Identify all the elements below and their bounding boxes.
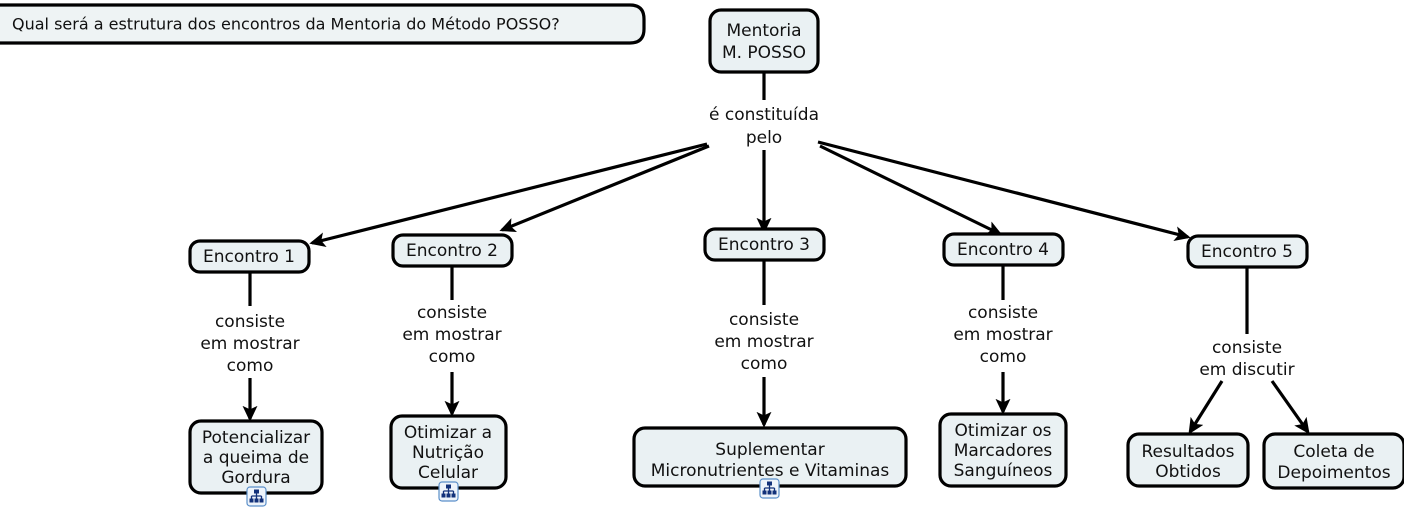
- submap-badge-icon[interactable]: [438, 481, 459, 502]
- edge-link-to-encontro-4: [819, 144, 1003, 236]
- edge-link-to-encontro-5: [817, 140, 1191, 241]
- submap-badge-icon[interactable]: [759, 478, 780, 499]
- link-label-3-line2: em mostrar: [714, 332, 813, 352]
- node-encontro-1-label: Encontro 1: [203, 247, 295, 267]
- link-label-5: consiste em discutir: [1199, 338, 1294, 380]
- node-leaf-3-line1: Suplementar: [715, 440, 824, 460]
- link-label-2-line1: consiste: [417, 303, 487, 323]
- node-encontro-5-label: Encontro 5: [1201, 242, 1293, 262]
- link-label-1-line1: consiste: [215, 312, 285, 332]
- node-leaf-4-line2: Marcadores: [954, 441, 1053, 461]
- node-leaf-potencializar[interactable]: Potencializar a queima de Gordura: [188, 419, 324, 507]
- link-label-4-line3: como: [980, 347, 1027, 367]
- node-leaf-3-line2: Micronutrientes e Vitaminas: [651, 461, 890, 481]
- node-encontro-1[interactable]: Encontro 1: [188, 239, 311, 274]
- node-leaf-5-line1: Resultados: [1142, 442, 1235, 462]
- link-label-1-line2: em mostrar: [200, 334, 299, 354]
- edge-link-to-encontro-1: [309, 142, 708, 248]
- node-encontro-3-label: Encontro 3: [718, 235, 810, 255]
- node-leaf-depoimentos[interactable]: Coleta de Depoimentos: [1262, 432, 1404, 490]
- link-label-2-line3: como: [429, 347, 476, 367]
- node-leaf-1-line3: Gordura: [221, 468, 290, 488]
- node-encontro-3[interactable]: Encontro 3: [703, 227, 826, 262]
- link-label-1-line3: como: [227, 356, 274, 376]
- node-leaf-4-line3: Sanguíneos: [954, 461, 1053, 481]
- node-encontro-2-label: Encontro 2: [406, 241, 498, 261]
- node-root-line2: M. POSSO: [722, 43, 806, 63]
- node-leaf-1-line1: Potencializar: [202, 428, 310, 448]
- edge-link-to-leaf-6: [1270, 380, 1310, 435]
- edge-layer: [242, 72, 1310, 435]
- node-encontro-5[interactable]: Encontro 5: [1186, 234, 1309, 269]
- link-label-5-line2: em discutir: [1199, 360, 1294, 380]
- submap-badge-icon[interactable]: [246, 486, 267, 507]
- link-label-2: consiste em mostrar como: [402, 303, 501, 367]
- node-leaf-nutricao[interactable]: Otimizar a Nutrição Celular: [389, 414, 508, 502]
- node-leaf-1-line2: a queima de: [203, 448, 309, 468]
- focus-question-label: Qual será a estrutura dos encontros da M…: [12, 15, 560, 34]
- link-label-root-line1: é constituída: [709, 105, 819, 125]
- node-leaf-6-line1: Coleta de: [1293, 442, 1374, 462]
- node-leaf-4-line1: Otimizar os: [954, 421, 1051, 441]
- node-leaf-5-line2: Obtidos: [1155, 462, 1221, 482]
- edge-link-to-encontro-2: [499, 144, 710, 232]
- edge-link-to-leaf-5: [1188, 380, 1224, 435]
- node-root[interactable]: Mentoria M. POSSO: [708, 8, 820, 74]
- node-leaf-suplementar[interactable]: Suplementar Micronutrientes e Vitaminas: [632, 426, 908, 499]
- node-leaf-2-line3: Celular: [418, 463, 478, 483]
- link-label-4-line2: em mostrar: [953, 325, 1052, 345]
- link-label-4: consiste em mostrar como: [953, 303, 1052, 367]
- link-label-5-line1: consiste: [1212, 338, 1282, 358]
- node-leaf-2-line1: Otimizar a: [404, 423, 492, 443]
- node-leaf-2-line2: Nutrição: [412, 443, 484, 463]
- node-leaf-marcadores[interactable]: Otimizar os Marcadores Sanguíneos: [938, 412, 1068, 488]
- link-label-2-line2: em mostrar: [402, 325, 501, 345]
- node-encontro-2[interactable]: Encontro 2: [391, 233, 514, 268]
- link-label-1: consiste em mostrar como: [200, 312, 299, 376]
- link-label-3: consiste em mostrar como: [714, 310, 813, 374]
- node-leaf-6-line2: Depoimentos: [1277, 463, 1390, 483]
- node-leaf-resultados[interactable]: Resultados Obtidos: [1126, 432, 1250, 488]
- link-label-root: é constituída pelo: [709, 105, 819, 148]
- node-encontro-4[interactable]: Encontro 4: [942, 232, 1065, 267]
- link-label-3-line3: como: [741, 354, 788, 374]
- link-label-root-line2: pelo: [746, 128, 782, 148]
- node-root-line1: Mentoria: [726, 21, 801, 41]
- link-label-4-line1: consiste: [968, 303, 1038, 323]
- focus-question-box[interactable]: Qual será a estrutura dos encontros da M…: [0, 3, 646, 45]
- node-encontro-4-label: Encontro 4: [957, 240, 1049, 260]
- link-label-3-line1: consiste: [729, 310, 799, 330]
